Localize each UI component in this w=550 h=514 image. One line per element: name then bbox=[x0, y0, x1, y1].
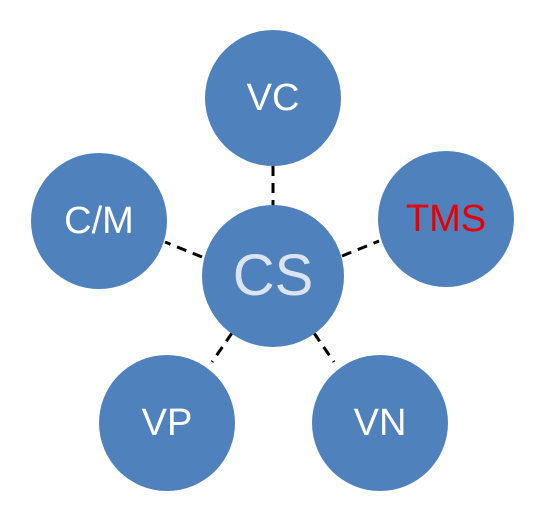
node-vn-label: VN bbox=[353, 402, 407, 444]
node-vc-label: VC bbox=[246, 77, 300, 119]
connector-cs-cm bbox=[164, 240, 203, 259]
node-cm: C/M bbox=[31, 153, 167, 289]
node-vp-label: VP bbox=[141, 402, 193, 444]
connector-cs-tms bbox=[341, 239, 380, 258]
node-cs-center: CS bbox=[202, 205, 344, 347]
node-cs-label: CS bbox=[232, 243, 314, 308]
connector-cs-vn bbox=[312, 332, 336, 363]
connector-cs-vp bbox=[210, 332, 234, 363]
node-cm-label: C/M bbox=[64, 200, 134, 242]
node-tms: TMS bbox=[378, 151, 514, 287]
node-vn: VN bbox=[312, 355, 448, 491]
node-tms-label: TMS bbox=[405, 198, 487, 240]
node-vp: VP bbox=[99, 355, 235, 491]
node-vc: VC bbox=[205, 30, 341, 166]
